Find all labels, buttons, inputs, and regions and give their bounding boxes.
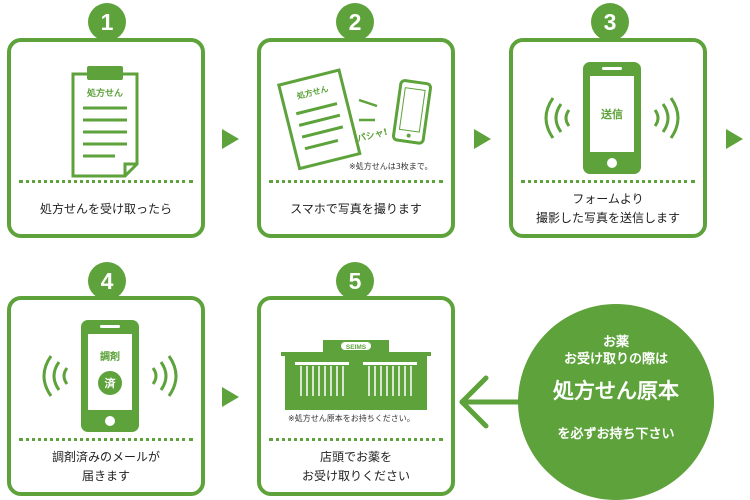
arrow-right-icon [726,129,743,149]
arrow-left-icon [456,372,526,432]
reminder-line-3: を必ずお持ち下さい [557,427,675,442]
dotted-divider [19,180,193,183]
dotted-divider [521,180,695,183]
smartphone-notification-icon: 調剤 済 [11,310,201,440]
pharmacy-store-icon: SEIMS [261,310,451,440]
step-number-badge: 5 [336,262,374,300]
step-card-4: 調剤 済 調剤済みのメールが 届きます [7,296,205,496]
step-number-badge: 2 [336,3,374,41]
prescription-label: 処方せん [86,87,123,99]
reminder-emphasis: 処方せん原本 [553,379,679,403]
arrow-right-icon [222,387,239,407]
dotted-divider [269,438,443,441]
smartphone-send-icon: 送信 [513,52,703,182]
step-number-badge: 4 [88,262,126,300]
dotted-divider [269,180,443,183]
phone-photo-icon: 処方せん パシャ! [261,52,451,182]
caption-line: フォームより [572,192,644,206]
completed-stamp: 済 [105,376,117,390]
shutter-sound-text: パシャ! [356,126,389,145]
page-limit-note: ※処方せんは3枚まで。 [349,162,433,171]
step-caption: 処方せんを受け取ったら [39,201,172,216]
reminder-line-2: お受け取りの際は [563,352,668,367]
step-caption: スマホで写真を撮ります [290,201,422,216]
step-card-1: 処方せん 処方せんを受け取ったら [7,38,205,238]
store-sign: SEIMS [346,344,367,351]
step-number-badge: 3 [591,3,629,41]
caption-line: 届きます [81,469,130,483]
caption-line: お受け取りください [301,469,410,483]
screen-label: 送信 [600,107,623,121]
reminder-line-1: お薬 [602,335,629,350]
arrow-right-icon [474,129,491,149]
dotted-divider [19,438,193,441]
arrow-right-icon [222,129,239,149]
screen-label: 調剤 [100,350,120,363]
caption-line: 調剤済みのメールが [51,450,160,464]
reminder-circle: お薬 お受け取りの際は 処方せん原本 を必ずお持ち下さい [518,304,714,500]
caption-line: 店頭でお薬を [319,450,392,464]
step-caption: 調剤済みのメールが 届きます [11,446,201,488]
step-caption: フォームより 撮影した写真を送信します [513,188,703,230]
prescription-label: 処方せん [295,83,329,101]
prescription-clipboard-icon: 処方せん [11,52,201,182]
step-card-5: SEIMS ※処方せん原本をお持ちください。 店頭でお薬を お受け取りください [257,296,455,496]
step-caption: 店頭でお薬を お受け取りください [261,446,451,488]
step-card-2: 処方せん パシャ! ※処方せんは3枚まで。 スマホで写真を撮ります [257,38,455,238]
original-prescription-note: ※処方せん原本をお持ちください。 [288,414,415,423]
step-number-badge: 1 [88,3,126,41]
step-card-3: 送信 フォームより 撮影した写真を送信します [509,38,707,238]
caption-line: 撮影した写真を送信します [535,211,680,225]
